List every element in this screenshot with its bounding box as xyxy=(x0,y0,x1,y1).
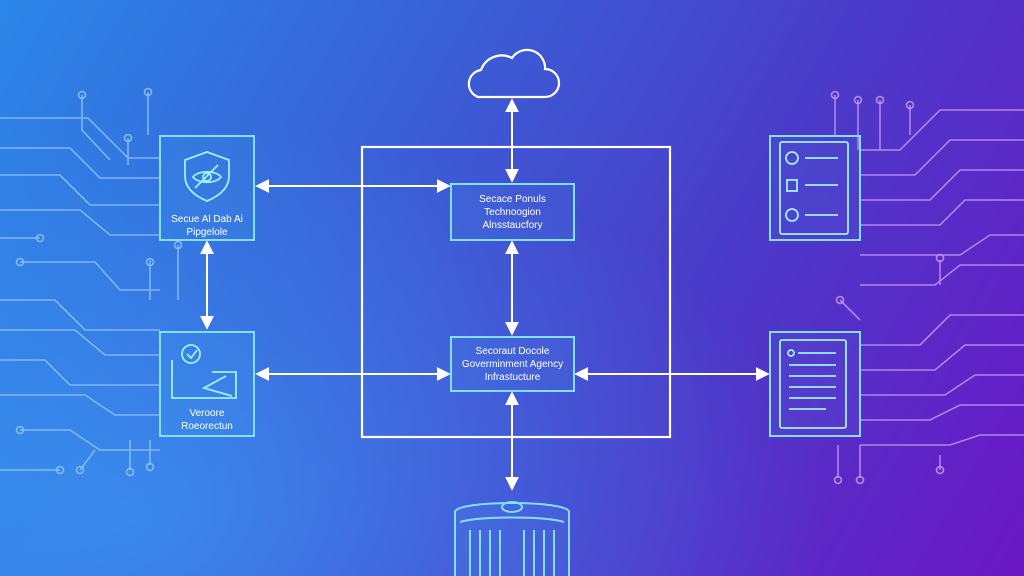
circuit-nodes-left xyxy=(15,87,183,477)
device-protection-label-line-2: Roeorectun xyxy=(181,421,233,432)
node-device-protection xyxy=(159,331,255,437)
gov-infrastructure-label: Secoraut Docole Goverminment Agency Infr… xyxy=(451,345,574,384)
secure-pipeline-label-line-1: Secue Al Dab Ai xyxy=(171,214,243,225)
document-icon xyxy=(779,339,847,429)
cloud-icon xyxy=(467,48,561,99)
node-text-doc xyxy=(769,331,861,437)
node-gov-infrastructure xyxy=(450,336,575,392)
gov-infrastructure-label-line-2: Goverminment Agency xyxy=(461,359,564,370)
tech-infrastructure-label-line-1: Secace Ponuls xyxy=(479,194,546,205)
circuit-traces-left xyxy=(0,92,179,471)
tech-infrastructure-label: Secace Ponuls Technoogion Alnsstaucfory xyxy=(451,193,574,232)
server-icon xyxy=(454,501,570,576)
secure-pipeline-label-line-2: Pipgelole xyxy=(186,227,228,238)
gov-infrastructure-label-line-3: Infrastucture xyxy=(484,372,541,383)
checklist-icon xyxy=(779,141,849,235)
tech-infrastructure-label-line-2: Technoogion xyxy=(484,207,541,218)
device-protection-label: Veroore Roeorectun xyxy=(160,407,254,433)
pen-device-icon xyxy=(171,344,237,399)
shield-eye-icon xyxy=(184,151,230,202)
device-protection-label-line-1: Veroore xyxy=(189,408,225,419)
circuit-nodes-right xyxy=(830,90,945,485)
connectors xyxy=(200,98,770,491)
node-tech-infrastructure xyxy=(450,183,575,241)
node-secure-pipeline xyxy=(159,135,255,241)
gov-infrastructure-label-line-1: Secoraut Docole xyxy=(475,346,550,357)
secure-pipeline-label: Secue Al Dab Ai Pipgelole xyxy=(160,213,254,239)
tech-infrastructure-label-line-3: Alnsstaucfory xyxy=(482,220,543,231)
circuit-traces-right xyxy=(834,95,1024,478)
node-checklist-doc xyxy=(769,135,861,241)
